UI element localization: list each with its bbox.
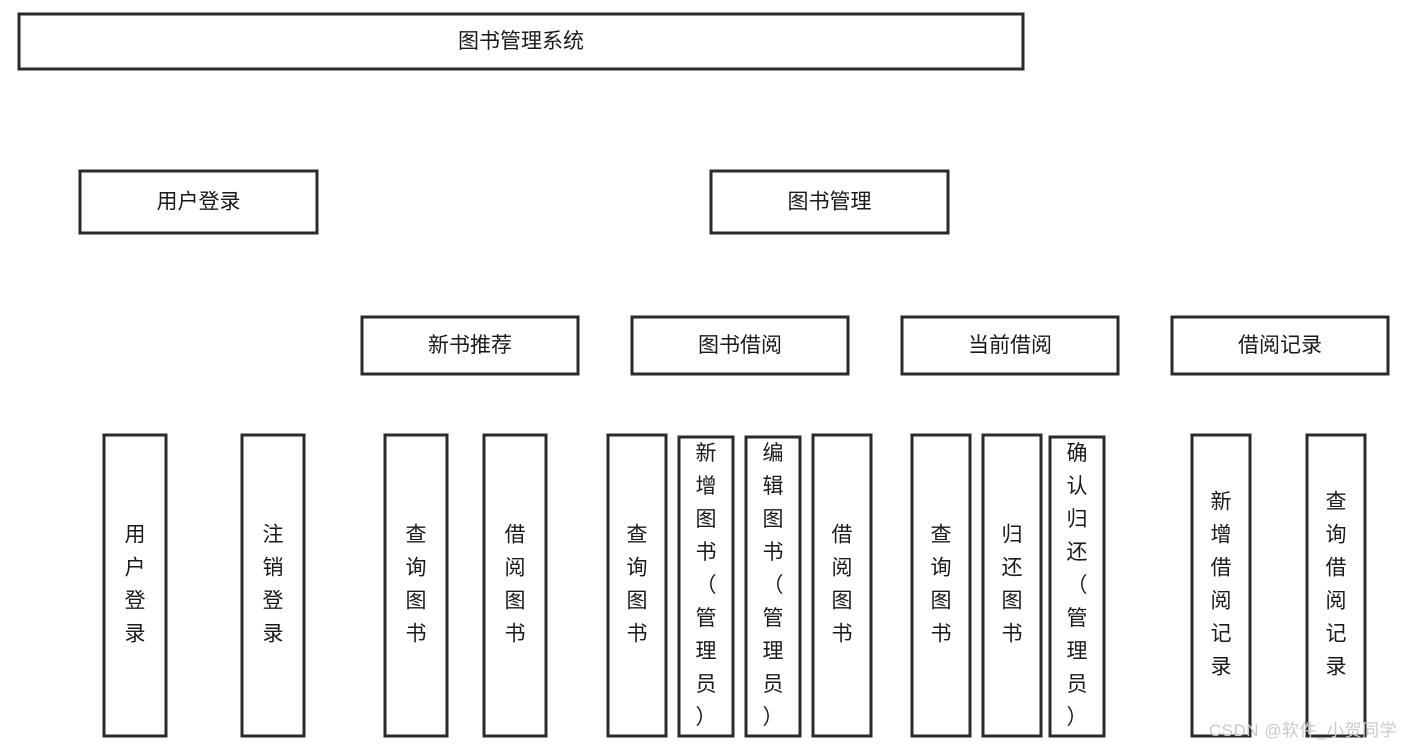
- node-user-login[interactable]: 用户登录: [78, 169, 319, 235]
- node-box-leaf-logout: [240, 433, 306, 738]
- node-label-current-borrow: 当前借阅: [968, 334, 1052, 357]
- node-leaf-add-book[interactable]: 新增图书（管理员）: [677, 435, 735, 738]
- node-box-leaf-query-book-2: [606, 433, 668, 738]
- csdn-watermark: CSDN @软件_小贺同学: [1208, 721, 1397, 740]
- node-leaf-borrow-book-1[interactable]: 借阅图书: [482, 433, 548, 738]
- node-leaf-return-book[interactable]: 归还图书: [981, 433, 1043, 738]
- node-box-root: [17, 12, 1025, 71]
- node-borrow-record[interactable]: 借阅记录: [1170, 315, 1390, 376]
- node-root[interactable]: 图书管理系统: [17, 12, 1025, 71]
- node-leaf-add-record[interactable]: 新增借阅记录: [1190, 433, 1252, 738]
- node-label-root: 图书管理系统: [458, 30, 584, 53]
- node-label-leaf-borrow-book-2: 借阅图书: [832, 524, 853, 646]
- node-box-borrow-record: [1170, 315, 1390, 376]
- node-box-leaf-query-book-1: [383, 433, 449, 738]
- node-book-borrow[interactable]: 图书借阅: [630, 315, 850, 376]
- node-leaf-user-login[interactable]: 用户登录: [102, 433, 168, 738]
- node-current-borrow[interactable]: 当前借阅: [900, 315, 1120, 376]
- node-label-leaf-query-book-2: 查询图书: [627, 524, 648, 646]
- node-label-leaf-add-book: 新增图书（管理员）: [696, 442, 717, 729]
- node-leaf-borrow-book-2[interactable]: 借阅图书: [811, 433, 873, 738]
- node-box-leaf-borrow-book-2: [811, 433, 873, 738]
- node-label-book-manage: 图书管理: [788, 191, 872, 214]
- node-box-leaf-user-login: [102, 433, 168, 738]
- node-label-leaf-edit-book: 编辑图书（管理员）: [763, 442, 784, 729]
- node-label-new-book-rec: 新书推荐: [428, 334, 512, 357]
- node-box-leaf-add-book: [677, 435, 735, 738]
- node-label-leaf-confirm-return: 确认归还（管理员）: [1067, 442, 1088, 729]
- node-box-leaf-return-book: [981, 433, 1043, 738]
- node-box-leaf-query-book-3: [910, 433, 972, 738]
- node-leaf-logout[interactable]: 注销登录: [240, 433, 306, 738]
- node-label-leaf-return-book: 归还图书: [1002, 524, 1023, 646]
- node-box-leaf-add-record: [1190, 433, 1252, 738]
- node-label-borrow-record: 借阅记录: [1238, 334, 1322, 357]
- node-leaf-query-record[interactable]: 查询借阅记录: [1305, 433, 1367, 738]
- node-label-leaf-borrow-book-1: 借阅图书: [505, 524, 526, 646]
- node-box-leaf-borrow-book-1: [482, 433, 548, 738]
- node-book-manage[interactable]: 图书管理: [709, 169, 950, 235]
- node-leaf-edit-book[interactable]: 编辑图书（管理员）: [744, 435, 802, 738]
- node-leaf-query-book-3[interactable]: 查询图书: [910, 433, 972, 738]
- node-leaf-query-book-2[interactable]: 查询图书: [606, 433, 668, 738]
- node-label-leaf-query-book-1: 查询图书: [406, 524, 427, 646]
- node-box-leaf-confirm-return: [1048, 435, 1106, 738]
- node-box-book-manage: [709, 169, 950, 235]
- node-box-new-book-rec: [360, 315, 580, 376]
- node-new-book-rec[interactable]: 新书推荐: [360, 315, 580, 376]
- node-leaf-query-book-1[interactable]: 查询图书: [383, 433, 449, 738]
- nodes-layer: 图书管理系统用户登录图书管理新书推荐图书借阅当前借阅借阅记录用户登录注销登录查询…: [17, 12, 1390, 738]
- node-leaf-confirm-return[interactable]: 确认归还（管理员）: [1048, 435, 1106, 738]
- node-label-leaf-add-record: 新增借阅记录: [1211, 491, 1232, 679]
- node-label-leaf-logout: 注销登录: [263, 524, 284, 646]
- node-label-leaf-query-record: 查询借阅记录: [1326, 491, 1347, 679]
- node-label-user-login: 用户登录: [157, 191, 241, 214]
- node-box-leaf-query-record: [1305, 433, 1367, 738]
- node-label-leaf-query-book-3: 查询图书: [931, 524, 952, 646]
- node-box-book-borrow: [630, 315, 850, 376]
- node-label-book-borrow: 图书借阅: [698, 334, 782, 357]
- node-label-leaf-user-login: 用户登录: [125, 524, 146, 646]
- node-box-user-login: [78, 169, 319, 235]
- node-box-leaf-edit-book: [744, 435, 802, 738]
- node-box-current-borrow: [900, 315, 1120, 376]
